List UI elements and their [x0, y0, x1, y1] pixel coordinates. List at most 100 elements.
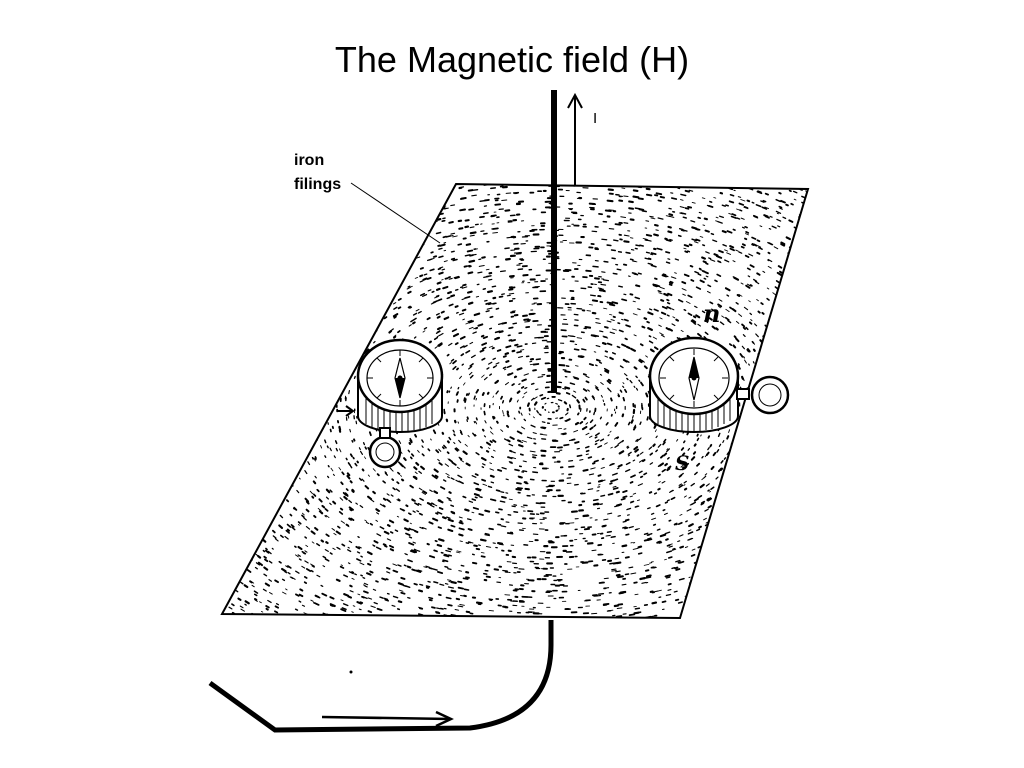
iron-filing-streak: [475, 601, 483, 605]
iron-filing-streak: [228, 328, 231, 331]
iron-filing-streak: [604, 350, 609, 353]
iron-filing-streak: [740, 498, 746, 503]
iron-filing-streak: [393, 335, 397, 339]
iron-filing-streak: [865, 286, 867, 288]
iron-filing-streak: [290, 231, 295, 235]
iron-filing-streak: [884, 527, 886, 529]
iron-filing-streak: [611, 352, 617, 355]
iron-filing-streak: [754, 509, 758, 513]
iron-filing-streak: [643, 563, 650, 566]
iron-filing-streak: [237, 501, 240, 505]
iron-filing-streak: [637, 499, 640, 502]
iron-filing-streak: [814, 350, 815, 352]
iron-filing-streak: [261, 248, 265, 251]
iron-filing-streak: [569, 382, 576, 386]
iron-filing-streak: [630, 474, 636, 478]
iron-filing-streak: [595, 358, 601, 362]
iron-filing-streak: [160, 443, 161, 446]
iron-filing-streak: [465, 462, 471, 467]
iron-filing-streak: [275, 450, 278, 454]
iron-filing-streak: [746, 506, 749, 509]
iron-filing-streak: [360, 206, 364, 209]
iron-filing-streak: [447, 554, 453, 557]
iron-filing-streak: [414, 502, 420, 506]
iron-filing-streak: [450, 589, 457, 593]
iron-filing-streak: [697, 273, 702, 276]
iron-filing-streak: [757, 498, 760, 501]
iron-filing-streak: [764, 462, 768, 468]
iron-filing-streak: [459, 286, 464, 289]
iron-filing-streak: [869, 288, 871, 290]
iron-filing-streak: [864, 507, 865, 508]
iron-filing-streak: [508, 326, 514, 330]
iron-filing-streak: [693, 322, 697, 325]
iron-filing-streak: [457, 586, 465, 590]
iron-filing-streak: [625, 620, 630, 621]
iron-filing-streak: [856, 325, 857, 326]
iron-filing-streak: [769, 552, 775, 556]
iron-filing-streak: [661, 305, 668, 310]
iron-filing-streak: [624, 526, 629, 530]
iron-filing-streak: [488, 345, 494, 348]
iron-filing-streak: [819, 256, 822, 258]
iron-filing-streak: [645, 615, 652, 618]
iron-filing-streak: [722, 440, 725, 444]
iron-filing-streak: [194, 475, 195, 477]
iron-filing-streak: [912, 323, 913, 325]
iron-filing-streak: [875, 529, 876, 530]
iron-filing-streak: [262, 320, 265, 324]
iron-filing-streak: [187, 485, 189, 488]
iron-filing-streak: [624, 573, 630, 576]
iron-filing-streak: [347, 549, 352, 553]
iron-filing-streak: [641, 325, 646, 329]
iron-filing-streak: [358, 608, 362, 611]
iron-filing-streak: [483, 572, 488, 575]
iron-filing-streak: [371, 195, 377, 198]
iron-filing-streak: [795, 508, 799, 512]
iron-filing-streak: [461, 298, 465, 301]
iron-filing-streak: [859, 543, 861, 545]
iron-filing-streak: [512, 451, 516, 454]
iron-filing-streak: [265, 547, 268, 551]
iron-filing-streak: [407, 596, 411, 599]
iron-filing-streak: [610, 463, 614, 466]
iron-filing-streak: [665, 576, 671, 579]
iron-filing-streak: [759, 339, 764, 344]
iron-filing-streak: [574, 421, 580, 426]
iron-filing-streak: [457, 580, 463, 584]
iron-filing-streak: [282, 446, 284, 449]
iron-filing-streak: [649, 348, 655, 353]
iron-filing-streak: [749, 469, 753, 474]
iron-filing-streak: [637, 308, 641, 311]
iron-filing-streak: [671, 548, 677, 551]
iron-filing-streak: [342, 345, 345, 349]
iron-filing-streak: [278, 560, 282, 564]
iron-filing-streak: [828, 455, 829, 457]
iron-filing-streak: [438, 255, 444, 259]
iron-filing-streak: [259, 426, 262, 431]
iron-filing-streak: [476, 452, 480, 455]
iron-filing-streak: [490, 187, 497, 190]
iron-filing-streak: [697, 323, 701, 327]
iron-filing-streak: [813, 288, 815, 290]
iron-filing-streak: [179, 367, 180, 370]
iron-filing-streak: [798, 378, 801, 384]
iron-filing-streak: [226, 363, 228, 366]
iron-filing-streak: [730, 215, 737, 219]
iron-filing-streak: [233, 377, 237, 382]
iron-filing-streak: [397, 582, 404, 586]
iron-filing-streak: [303, 581, 308, 584]
iron-filing-streak: [448, 221, 454, 224]
iron-filing-streak: [421, 622, 426, 623]
iron-filing-streak: [607, 387, 611, 391]
iron-filing-streak: [532, 369, 537, 372]
iron-filing-streak: [701, 455, 704, 459]
iron-filing-streak: [694, 471, 698, 476]
iron-filing-streak: [622, 526, 627, 529]
iron-filing-streak: [665, 275, 669, 278]
iron-filing-streak: [339, 497, 344, 501]
iron-filing-streak: [671, 308, 675, 311]
iron-filing-streak: [799, 247, 805, 251]
iron-filing-streak: [262, 315, 267, 321]
